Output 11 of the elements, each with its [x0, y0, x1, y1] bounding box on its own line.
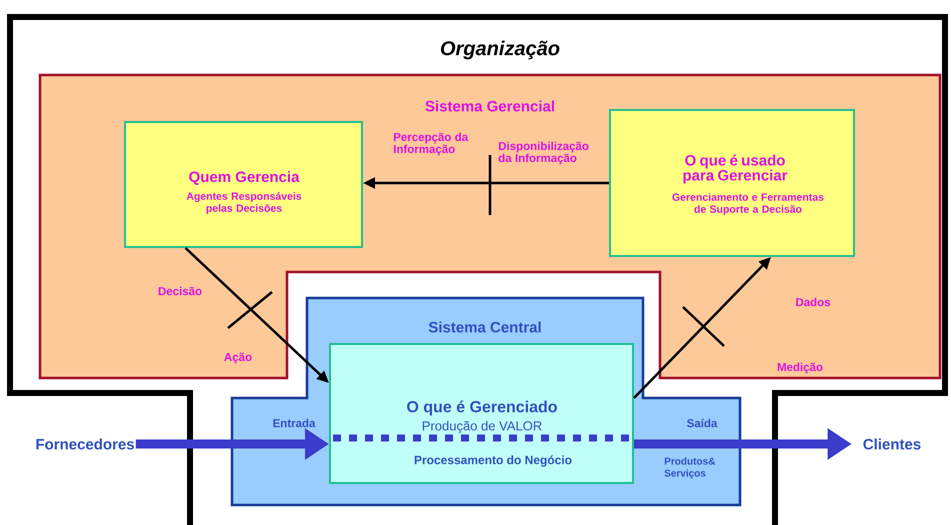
annotation-label: Decisão: [158, 286, 202, 296]
flow-label: Produtos& Serviços: [664, 457, 715, 479]
annotation-label: Dados: [796, 298, 830, 306]
flow-label: Saída: [687, 418, 718, 428]
process-box: O que é Gerenciado Produção de VALOR Processamento do Negócio: [329, 343, 634, 484]
annotation-label: Medição: [778, 362, 823, 374]
process-box: O que é usado para Gerenciar Gerenciamento e Ferramentas de Suporte a Decisão: [609, 109, 855, 257]
annotation-label: Percepção da Informação: [394, 132, 468, 156]
flow-label: Entrada: [273, 418, 316, 428]
annotation-label: Disponibilização da Informação: [498, 142, 588, 164]
process-box: Quem Gerencia Agentes Responsáveis pelas Decisões: [124, 121, 363, 248]
